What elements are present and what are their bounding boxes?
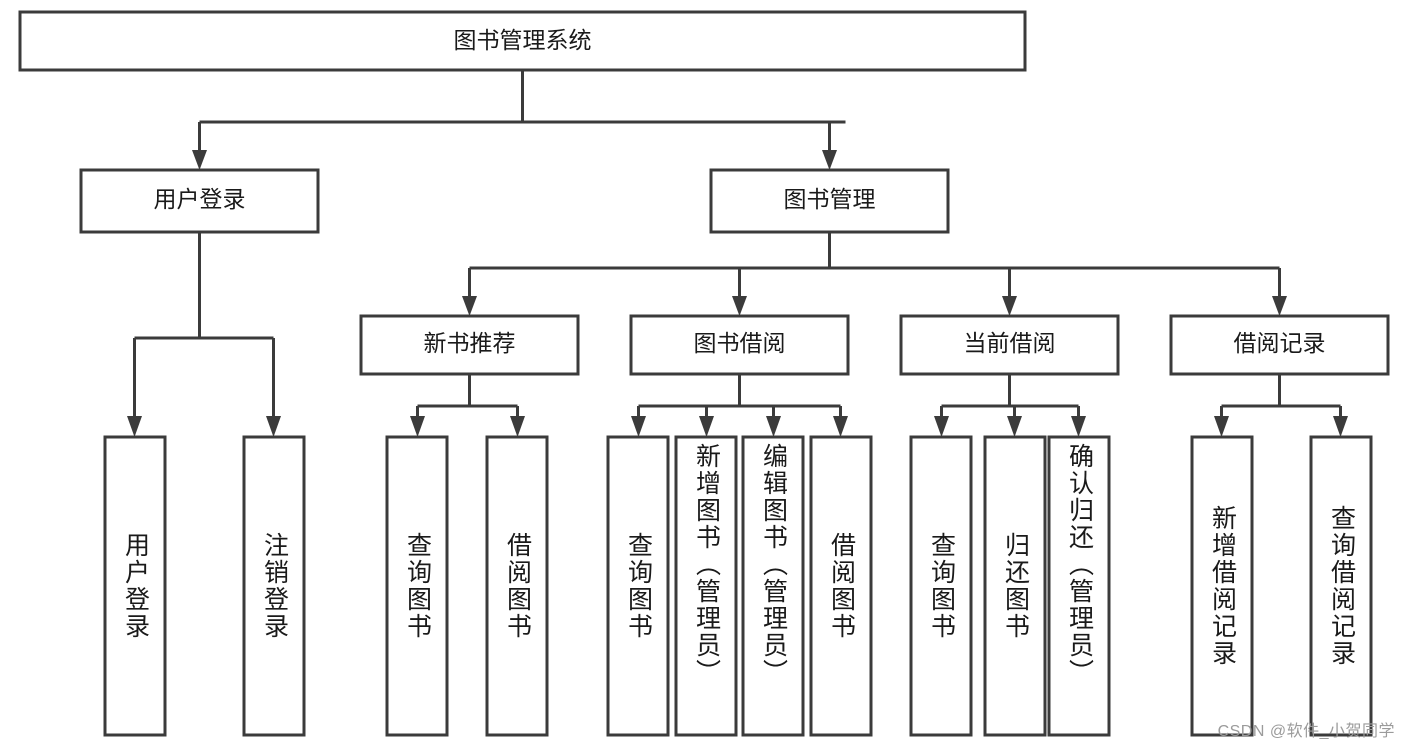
node-user-login-box[interactable]: [79, 168, 320, 234]
node-book-borrow[interactable]: 图书借阅: [629, 314, 850, 376]
arrow-head-leaf-edit-book: [766, 416, 781, 437]
csdn-watermark: CSDN @软件_小贺同学: [1217, 723, 1395, 740]
connector-group-borrow-record: [1214, 374, 1348, 437]
leaf-user-login-box[interactable]: [103, 435, 167, 737]
leaf-confirm-return-box[interactable]: [1047, 435, 1111, 737]
arrow-head-leaf-query-borrow-record: [1333, 416, 1348, 437]
arrow-head-leaf-query-book-current: [934, 416, 949, 437]
arrow-head-user-login: [192, 150, 207, 170]
node-current-borrow-label: 当前借阅: [964, 330, 1056, 356]
arrow-head-leaf-query-book-recommend: [410, 416, 425, 437]
leaf-query-book-current-box[interactable]: [909, 435, 973, 737]
leaf-add-borrow-record-box[interactable]: [1190, 435, 1254, 737]
node-book-borrow-label: 图书借阅: [694, 330, 786, 356]
leaf-query-book-borrow-box[interactable]: [606, 435, 670, 737]
connector-group-book-manage: [462, 232, 1287, 316]
leaf-edit-book-box[interactable]: [741, 435, 805, 737]
arrow-head-current-borrow: [1002, 296, 1017, 316]
leaf-query-book-recommend-box[interactable]: [385, 435, 449, 737]
arrow-head-leaf-borrow-book: [833, 416, 848, 437]
arrow-head-leaf-return-book: [1007, 416, 1022, 437]
node-book-borrow-box[interactable]: [629, 314, 850, 376]
node-new-book-recommend-box[interactable]: [359, 314, 580, 376]
connector-group-new-book-recommend: [410, 374, 525, 437]
connector-group-root: [192, 70, 846, 170]
node-borrow-record[interactable]: 借阅记录: [1169, 314, 1390, 376]
arrow-head-leaf-query-book-borrow: [631, 416, 646, 437]
arrow-head-leaf-add-borrow-record: [1214, 416, 1229, 437]
leaf-boxes: [103, 435, 1373, 737]
node-book-manage-box[interactable]: [709, 168, 950, 234]
arrow-head-leaf-add-book: [699, 416, 714, 437]
node-root-label: 图书管理系统: [454, 27, 592, 53]
node-book-manage-label: 图书管理: [784, 186, 876, 212]
connector-group-current-borrow: [934, 374, 1086, 437]
arrow-head-leaf-logout: [266, 416, 281, 437]
arrow-head-book-manage: [822, 150, 837, 170]
node-borrow-record-label: 借阅记录: [1234, 330, 1326, 356]
node-user-login-label: 用户登录: [154, 186, 246, 212]
node-new-book-recommend[interactable]: 新书推荐: [359, 314, 580, 376]
connector-group-user-login: [127, 232, 281, 437]
connector-group-book-borrow: [631, 374, 848, 437]
arrow-head-borrow-record: [1272, 296, 1287, 316]
node-new-book-recommend-label: 新书推荐: [424, 330, 516, 356]
arrow-head-leaf-user-login: [127, 416, 142, 437]
leaf-add-book-box[interactable]: [674, 435, 738, 737]
node-user-login[interactable]: 用户登录: [79, 168, 320, 234]
node-current-borrow[interactable]: 当前借阅: [899, 314, 1120, 376]
arrow-head-leaf-confirm-return: [1071, 416, 1086, 437]
node-root[interactable]: 图书管理系统: [18, 10, 1027, 72]
leaf-borrow-book-recommend-box[interactable]: [485, 435, 549, 737]
leaf-return-book-box[interactable]: [983, 435, 1047, 737]
leaf-borrow-book-box[interactable]: [809, 435, 873, 737]
leaf-logout-box[interactable]: [242, 435, 306, 737]
node-book-manage[interactable]: 图书管理: [709, 168, 950, 234]
leaf-query-borrow-record-box[interactable]: [1309, 435, 1373, 737]
arrow-head-leaf-borrow-book-recommend: [510, 416, 525, 437]
node-current-borrow-box[interactable]: [899, 314, 1120, 376]
node-borrow-record-box[interactable]: [1169, 314, 1390, 376]
arrow-head-new-book-recommend: [462, 296, 477, 316]
arrow-head-book-borrow: [732, 296, 747, 316]
node-root-box[interactable]: [18, 10, 1027, 72]
